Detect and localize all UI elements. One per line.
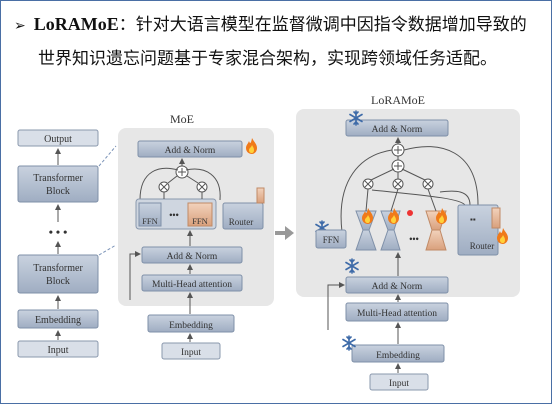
moe-router — [222, 202, 264, 230]
bullet-arrow-icon: ➢ — [14, 18, 26, 34]
moe-add-norm-bottom — [141, 246, 243, 264]
heading-line-1-text: ：针对大语言模型在监督微调中因指令数据增加导致的 — [118, 15, 527, 35]
moe-add-norm-bottom-label: Add & Norm — [167, 252, 218, 262]
transformer-label-top-2: Block — [46, 186, 70, 197]
loramoe-input-label: Input — [389, 379, 409, 389]
loramoe-attention — [345, 302, 449, 322]
router-gate — [491, 207, 501, 229]
moe-ffn-expert-2 — [187, 202, 213, 227]
transformer-block-bottom — [17, 254, 99, 294]
loramoe-ffn — [315, 229, 347, 249]
red-dot — [407, 210, 413, 216]
moe-embedding-label: Embedding — [169, 321, 213, 331]
loramoe-panel-bg — [296, 109, 520, 297]
input-block — [17, 340, 99, 358]
router-dots: ▪▪ — [470, 215, 476, 224]
transformer-label-bottom-1: Transformer — [33, 263, 83, 274]
transformer-label-bottom-2: Block — [46, 276, 70, 287]
moe-ffn-2-label: FFN — [192, 216, 208, 226]
moe-attention — [141, 274, 243, 292]
heading-line-1: ➢ LoRAMoE：针对大语言模型在监督微调中因指令数据增加导致的 — [14, 10, 527, 35]
moe-attention-label: Multi-Head attention — [152, 280, 232, 290]
zoom-line-bottom — [98, 244, 117, 256]
loramoe-embedding-label: Embedding — [376, 351, 420, 361]
moe-add-norm-top-label: Add & Norm — [165, 146, 216, 156]
ffn-residual-path — [340, 149, 393, 233]
left-stack: Output Transformer Block • • • Transform… — [17, 129, 99, 358]
arrow-icon — [275, 226, 294, 240]
loramoe-attention-label: Multi-Head attention — [357, 309, 437, 319]
loramoe-title: LoRAMoE — [371, 93, 425, 107]
transformer-label-top-1: Transformer — [33, 173, 83, 184]
moe-expert-ellipsis: ••• — [169, 210, 178, 220]
moe-panel: MoE Add & Norm FFN ••• FFN Router Add & … — [118, 112, 274, 360]
loramoe-expert-ellipsis: ••• — [409, 234, 418, 244]
loramoe-input — [369, 373, 429, 391]
loramoe-router-label: Router — [470, 241, 495, 251]
router-gate — [256, 187, 265, 204]
embedding-block — [17, 309, 99, 329]
zoom-line-top — [98, 145, 117, 167]
loramoe-ffn-label: FFN — [323, 235, 340, 245]
loramoe-add-norm-bottom — [345, 276, 449, 294]
transformer-block-top — [17, 165, 99, 203]
loramoe-panel: LoRAMoE Add & Norm FFN — [296, 93, 520, 391]
output-label: Output — [44, 134, 72, 145]
moe-router-label: Router — [229, 217, 254, 227]
stack-ellipsis: • • • — [49, 225, 68, 239]
embedding-label: Embedding — [35, 315, 81, 326]
loramoe-add-norm-bottom-label: Add & Norm — [372, 282, 423, 292]
moe-add-norm-top — [137, 140, 243, 158]
heading-line-2: 世界知识遗忘问题基于专家混合架构，实现跨领域任务适配。 — [38, 49, 497, 69]
loramoe-router — [457, 204, 499, 256]
loramoe-add-norm-top — [345, 119, 449, 137]
loramoe-term: LoRAMoE — [33, 14, 119, 34]
output-block — [17, 129, 99, 147]
moe-embedding — [147, 314, 235, 333]
moe-ffn-1-label: FFN — [142, 216, 158, 226]
moe-input-label: Input — [181, 348, 201, 358]
loramoe-embedding — [351, 344, 445, 363]
moe-title: MoE — [170, 112, 194, 126]
moe-ffn-expert-1 — [138, 202, 162, 227]
loramoe-add-norm-top-label: Add & Norm — [372, 125, 423, 135]
moe-input — [161, 342, 221, 360]
input-label: Input — [47, 345, 68, 356]
